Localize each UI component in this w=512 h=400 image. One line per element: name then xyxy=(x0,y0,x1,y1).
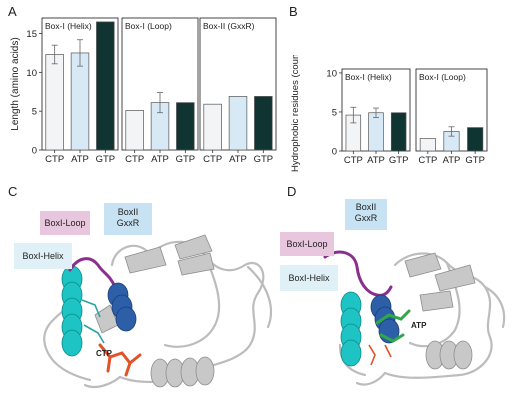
bar-ctp xyxy=(203,103,222,151)
protein-structure-c: CTP xyxy=(43,234,272,389)
callout-boxii-gxxr-c: BoxII GxxR xyxy=(104,203,152,235)
bar-ctp xyxy=(419,138,436,152)
panel-letter-a: A xyxy=(8,4,17,19)
side-chains-c xyxy=(81,299,105,344)
callout-gxxr-label-c: GxxR xyxy=(116,218,140,228)
side-chains-d xyxy=(368,344,392,366)
teal-helix-c xyxy=(61,265,83,357)
subpanel-title: Box-II (GxxR) xyxy=(203,21,255,31)
callout-boxii-label-c: BoxII xyxy=(117,207,139,217)
x-tick-label: ATP xyxy=(71,154,89,165)
bar-gtp xyxy=(467,127,484,152)
x-tick-label: GTP xyxy=(176,154,196,165)
callout-boxi-helix-c: BoxI-Helix xyxy=(14,243,72,269)
protein-structure-d: ATP xyxy=(323,250,506,386)
subpanel-title: Box-I (Helix) xyxy=(345,72,392,82)
x-tick-label: CTP xyxy=(418,155,437,166)
y-tick-label: 0 xyxy=(332,147,337,158)
x-tick-label: CTP xyxy=(344,155,363,166)
y-tick-label: 5 xyxy=(332,107,337,118)
bar-gtp xyxy=(96,21,115,151)
bar-gtp xyxy=(176,102,195,151)
x-tick-label: ATP xyxy=(151,154,169,165)
callout-boxii-gxxr-d: BoxII GxxR xyxy=(345,199,387,230)
ligand-label-d: ATP xyxy=(411,321,427,330)
y-tick-label: 10 xyxy=(26,68,37,79)
x-tick-label: ATP xyxy=(367,155,385,166)
panel-letter-c: C xyxy=(8,184,18,199)
subpanel-title: Box-I (Loop) xyxy=(125,21,172,31)
callout-gxxr-label-d: GxxR xyxy=(354,213,378,223)
y-axis-label: Length (amino acids) xyxy=(10,37,21,130)
x-tick-label: GTP xyxy=(389,155,409,166)
bar-gtp xyxy=(254,96,273,151)
purple-loop-d xyxy=(323,250,393,297)
y-tick-label: 5 xyxy=(32,107,37,118)
bar-atp xyxy=(70,52,90,151)
bar-gtp xyxy=(390,112,407,152)
x-tick-label: GTP xyxy=(96,154,116,165)
y-tick-label: 10 xyxy=(326,68,337,79)
teal-helix-d xyxy=(340,291,362,367)
atp-ligand-d xyxy=(375,309,411,343)
subpanel-title: Box-I (Loop) xyxy=(419,72,466,82)
purple-loop-c xyxy=(68,257,117,289)
panel-letter-d: D xyxy=(287,184,297,199)
x-tick-label: CTP xyxy=(125,154,144,165)
callout-boxi-loop-d: BoxI-Loop xyxy=(280,232,334,256)
y-axis-label: Hydrophobic residues (count) xyxy=(290,55,301,172)
x-tick-label: ATP xyxy=(443,155,461,166)
bar-atp xyxy=(228,96,248,151)
chart-b: Hydrophobic residues (count) 0 5 10 Box-I (H… xyxy=(290,55,488,172)
callout-boxii-label-d: BoxII xyxy=(355,202,377,212)
grey-helix-d xyxy=(404,252,476,370)
x-tick-label: CTP xyxy=(45,154,64,165)
grey-helix-c xyxy=(94,234,215,388)
ligand-label-c: CTP xyxy=(96,349,113,358)
blue-gxxr-c xyxy=(107,282,137,332)
ctp-ligand-c xyxy=(98,343,142,377)
x-tick-label: GTP xyxy=(465,155,485,166)
x-tick-label: CTP xyxy=(203,154,222,165)
y-tick-label: 0 xyxy=(32,146,37,157)
y-tick-label: 15 xyxy=(26,29,37,40)
subpanel-title: Box-I (Helix) xyxy=(45,21,92,31)
x-tick-label: ATP xyxy=(229,154,247,165)
chart-a: Length (amino acids) 0 5 10 15 Box-I (Helix) C… xyxy=(10,17,277,165)
bar-ctp xyxy=(45,54,64,151)
bar-ctp xyxy=(125,110,144,151)
panel-letter-b: B xyxy=(289,4,298,19)
callout-boxi-helix-d: BoxI-Helix xyxy=(280,265,338,291)
callout-boxi-loop-c: BoxI-Loop xyxy=(40,211,90,235)
bar-atp xyxy=(368,112,384,152)
x-tick-label: GTP xyxy=(254,154,274,165)
